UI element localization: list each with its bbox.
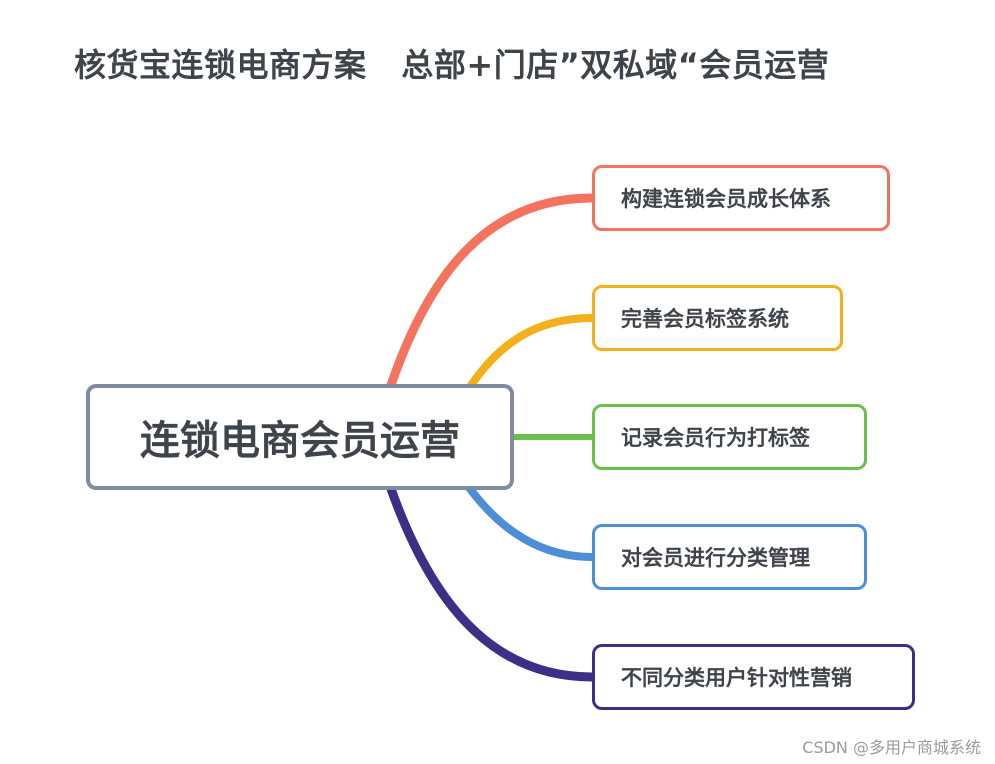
root-node-label: 连锁电商会员运营 (140, 418, 460, 464)
connector-branch-2 (464, 314, 596, 394)
branch-node-3: 记录会员行为打标签 (592, 404, 867, 470)
connector-branch-5 (385, 481, 597, 682)
branch-node-label: 不同分类用户针对性营销 (621, 666, 852, 690)
branch-node-2: 完善会员标签系统 (592, 285, 843, 351)
branch-node-1: 构建连锁会员成长体系 (592, 165, 890, 231)
branch-node-label: 构建连锁会员成长体系 (621, 187, 831, 211)
branch-node-label: 对会员进行分类管理 (621, 546, 810, 570)
root-node: 连锁电商会员运营 (86, 384, 514, 490)
branch-node-label: 完善会员标签系统 (621, 307, 789, 331)
connector-branch-4 (464, 482, 596, 561)
branch-node-4: 对会员进行分类管理 (592, 524, 867, 590)
branch-node-5: 不同分类用户针对性营销 (592, 644, 915, 710)
branch-node-label: 记录会员行为打标签 (621, 426, 810, 450)
watermark: CSDN @多用户商城系统 (802, 738, 981, 757)
page-title: 核货宝连锁电商方案 总部+门店”双私域“会员运营 (74, 46, 830, 84)
connector-branch-1 (385, 193, 597, 393)
